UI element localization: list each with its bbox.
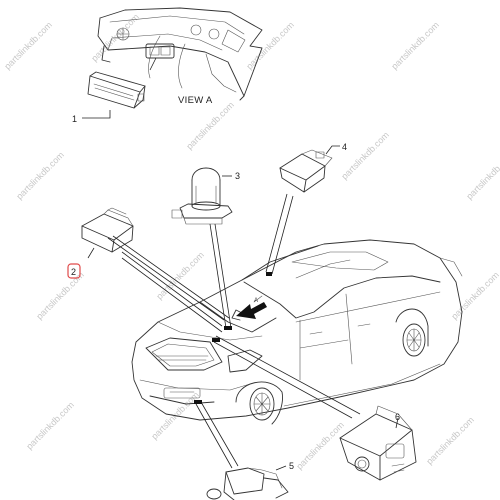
callout-6: 6 xyxy=(395,412,400,422)
mount-marker-4 xyxy=(194,400,202,404)
callout-4: 4 xyxy=(342,142,347,152)
leader-lines xyxy=(107,193,361,469)
part-2-module xyxy=(81,207,134,259)
mount-marker-1 xyxy=(224,326,232,330)
mount-marker-2 xyxy=(212,338,220,342)
arrow-letter: A xyxy=(254,298,258,304)
mount-marker-3 xyxy=(266,272,272,276)
callout-labels: 1 2 3 4 5 6 xyxy=(67,114,400,471)
watermarks: partslinkdb.com partslinkdb.com partslin… xyxy=(2,12,500,472)
callout-2-highlight-ring xyxy=(67,263,81,279)
callout-5: 5 xyxy=(289,461,294,471)
watermark-7: partslinkdb.com xyxy=(339,130,391,182)
view-a-label: VIEW A xyxy=(178,95,213,106)
watermark-8: partslinkdb.com xyxy=(464,150,500,202)
watermark-5: partslinkdb.com xyxy=(14,150,66,202)
callout-2: 2 xyxy=(71,267,76,277)
watermark-10: partslinkdb.com xyxy=(154,250,206,302)
watermark-1: partslinkdb.com xyxy=(2,20,54,72)
part-6-switch xyxy=(339,405,417,481)
part-3-sensor xyxy=(171,167,233,225)
watermark-4: partslinkdb.com xyxy=(389,20,441,72)
watermark-12: partslinkdb.com xyxy=(24,400,76,452)
watermark-3: partslinkdb.com xyxy=(244,20,296,72)
callout-1: 1 xyxy=(72,114,77,124)
watermark-15: partslinkdb.com xyxy=(424,415,476,467)
watermark-11: partslinkdb.com xyxy=(449,270,500,322)
view-a-direction-arrow: A xyxy=(236,295,267,319)
watermark-6: partslinkdb.com xyxy=(184,100,236,152)
part-4-sensor-module xyxy=(279,145,340,193)
callout-3: 3 xyxy=(235,171,240,181)
dashboard-view-a xyxy=(97,7,263,101)
watermark-14: partslinkdb.com xyxy=(294,420,346,472)
part-5-bracket xyxy=(206,465,289,500)
part-1-control-module xyxy=(82,71,146,119)
mount-markers xyxy=(194,272,272,404)
car-outline xyxy=(131,239,463,425)
